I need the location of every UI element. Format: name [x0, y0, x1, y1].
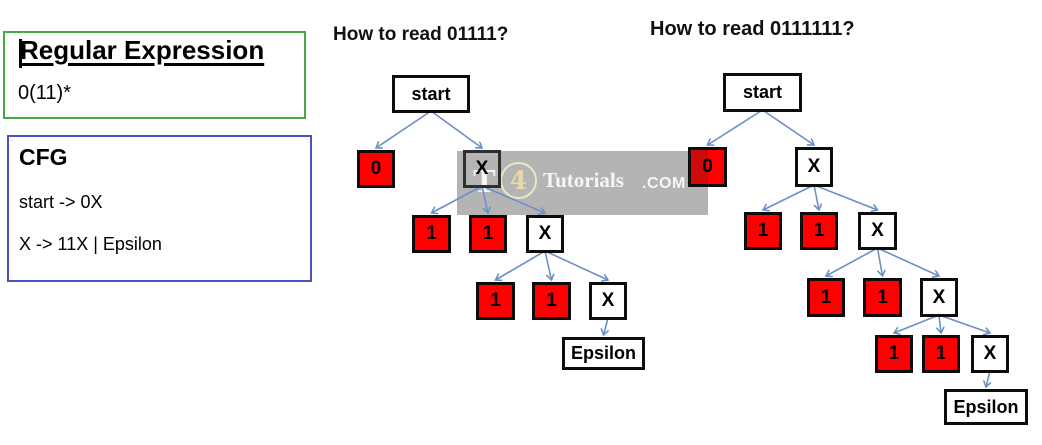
- watermark-dot-com: .COM: [642, 175, 686, 192]
- text-cursor-artifact: [19, 39, 22, 68]
- tree2-node-x4: X: [971, 335, 1009, 373]
- tree1-node-one_b: 1: [469, 215, 507, 253]
- tree2-edge-start-x1: [762, 109, 815, 145]
- tree2-node-one_f: 1: [922, 335, 960, 373]
- regex-panel-title: Regular Expression: [20, 35, 265, 65]
- tree1-node-x3: X: [589, 282, 627, 320]
- tree2-edge-x3-one_e: [894, 314, 940, 333]
- tree1-edge-start-x1: [430, 110, 482, 148]
- tree2-edge-x2-one_d: [876, 247, 883, 276]
- tree1-node-zero: 0: [357, 150, 395, 188]
- tree2-node-one_b: 1: [800, 212, 838, 250]
- tree2-node-eps: Epsilon: [944, 389, 1028, 425]
- tree2-edge-x4-eps: [986, 370, 990, 387]
- tree1-node-x2: X: [526, 215, 564, 253]
- tree2-node-x2: X: [858, 212, 897, 250]
- cfg-rule-start: start -> 0X: [19, 192, 103, 212]
- tree1-node-one_c: 1: [476, 282, 515, 320]
- tree2-edge-x3-x4: [938, 314, 990, 333]
- tree2-node-one_a: 1: [744, 212, 782, 250]
- cfg-rule-x: X -> 11X | Epsilon: [19, 234, 162, 254]
- tree1-edge-x3-eps: [604, 317, 609, 335]
- tree2-node-one_c: 1: [807, 278, 845, 317]
- tree1-edge-x2-one_c: [496, 250, 546, 280]
- cfg-panel: CFG start -> 0X X -> 11X | Epsilon: [7, 135, 312, 282]
- tree1-edge-start-zero: [376, 110, 432, 148]
- tree1-node-x1: X: [463, 150, 501, 188]
- tree1-question-title: How to read 01111?: [333, 24, 509, 45]
- tree2-question-title: How to read 0111111?: [650, 18, 855, 40]
- tree2-node-x1: X: [795, 147, 833, 187]
- tree1-node-start: start: [392, 75, 470, 113]
- tree1-node-eps: Epsilon: [562, 337, 645, 370]
- tree2-node-x3: X: [920, 278, 958, 317]
- watermark-number-four: 4: [509, 166, 528, 195]
- tree1-node-one_d: 1: [532, 282, 571, 320]
- watermark-brand-name: Tutorials: [543, 168, 624, 192]
- tree2-edge-x2-x3: [877, 247, 940, 276]
- cfg-panel-title: CFG: [19, 144, 68, 170]
- regex-panel: Regular Expression 0(11)*: [3, 31, 306, 119]
- regex-expression: 0(11)*: [18, 82, 71, 104]
- watermark-circle-icon: 4: [500, 162, 537, 199]
- tree2-edge-x3-one_f: [939, 314, 941, 333]
- tree2-node-one_e: 1: [875, 335, 913, 373]
- tree2-node-one_d: 1: [863, 278, 902, 317]
- tree1-edge-x2-one_d: [544, 250, 552, 280]
- tree2-edge-start-zero: [708, 109, 763, 145]
- tree2-node-zero: 0: [688, 147, 727, 187]
- tree1-edge-x2-x3: [544, 250, 608, 280]
- tree2-node-start: start: [723, 73, 802, 112]
- tree2-edge-x1-x2: [813, 184, 878, 210]
- tree2-edge-x1-one_b: [813, 184, 819, 210]
- tree2-edge-x1-one_a: [763, 184, 815, 210]
- tree2-edge-x2-one_c: [826, 247, 878, 276]
- tree1-node-one_a: 1: [412, 215, 451, 253]
